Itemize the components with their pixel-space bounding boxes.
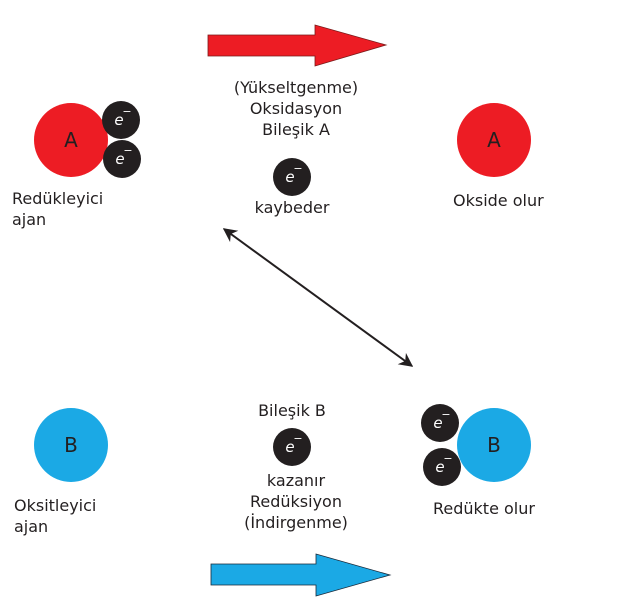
electron-icon: e − [421,404,459,442]
svg-text:−: − [123,144,132,157]
electron-icon: e − [273,158,311,196]
reduction-description: kazanır Redüksiyon (İndirgenme) [244,471,348,532]
svg-text:−: − [441,408,450,421]
electron-icon: e − [102,101,140,139]
reducing-agent-label: Redükleyici ajan [12,189,104,229]
oxidation-description: (Yükseltgenme) Oksidasyon Bileşik A [233,78,359,139]
compound-a-letter: A [64,128,78,152]
svg-text:e: e [435,458,444,476]
exchange-double-arrow [222,228,414,367]
reduction-arrow [210,553,392,597]
compound-a-letter: A [487,128,501,152]
compound-b-reduced: B e − e − [421,404,531,486]
compound-b-letter: B [487,433,501,457]
loses-label: kaybeder [254,198,330,217]
reduced-label: Redükte olur [433,499,535,518]
oxidation-arrow [207,24,388,67]
compound-b-oxidizing-agent: B [34,408,108,482]
svg-text:e: e [115,150,124,168]
compound-b-subject: Bileşik B [258,401,326,420]
compound-b-letter: B [64,433,78,457]
electron-icon: e − [273,428,311,466]
svg-text:−: − [293,432,302,445]
svg-text:e: e [285,168,294,186]
oxidized-label: Okside olur [453,191,544,210]
compound-a-reducing-agent: A e − e − [34,101,141,178]
svg-text:−: − [443,452,452,465]
svg-text:−: − [293,162,302,175]
svg-text:e: e [433,414,442,432]
compound-a-oxidized: A [457,103,531,177]
svg-text:e: e [114,111,123,129]
svg-text:−: − [122,105,131,118]
svg-text:e: e [285,438,294,456]
electron-icon: e − [423,448,461,486]
oxidizing-agent-label: Oksitleyici ajan [14,496,97,536]
electron-icon: e − [103,140,141,178]
